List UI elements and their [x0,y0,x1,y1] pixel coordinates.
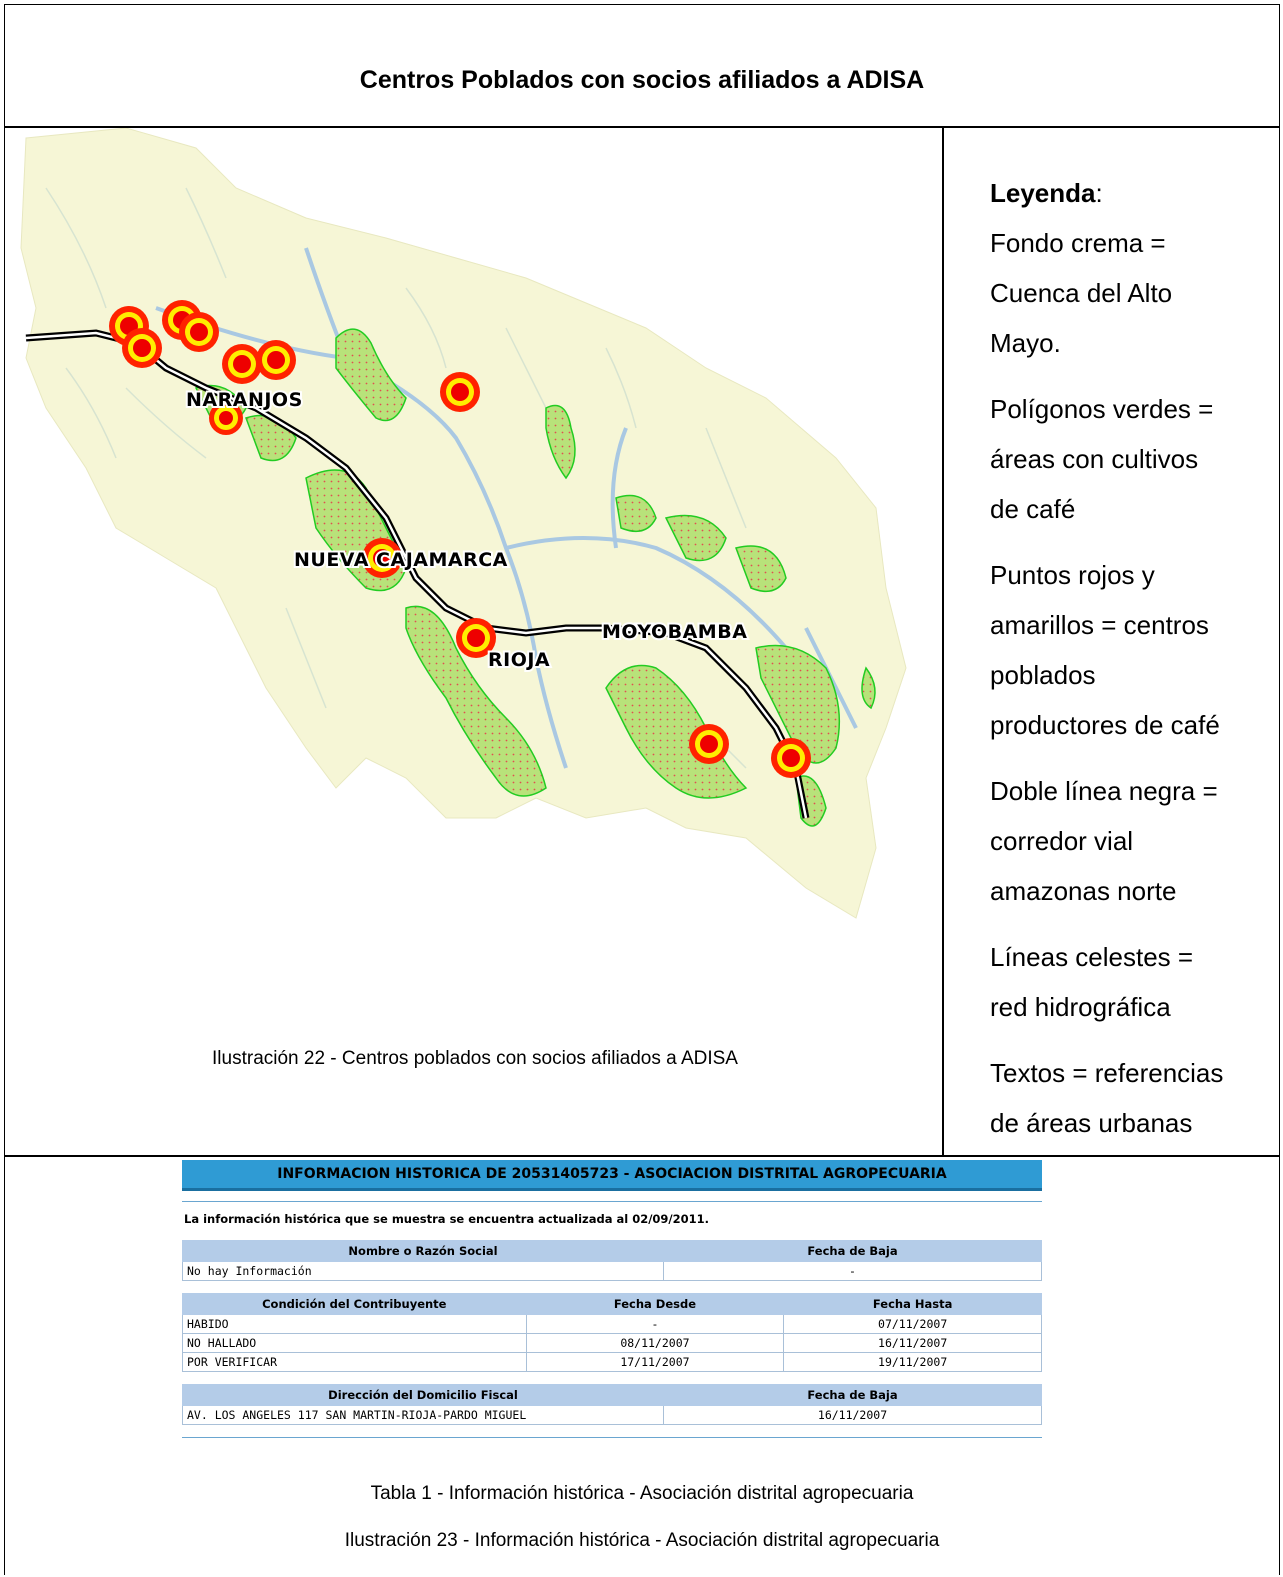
figure-caption: Ilustración 23 - Información histórica -… [344,1530,940,1551]
table-row: AV. LOS ANGELES 117 SAN MARTIN-RIOJA-PAR… [181,1405,1042,1425]
point [362,538,402,578]
map-caption: Ilustración 22 - Centros poblados con so… [212,1048,738,1069]
basin-area [20,128,907,919]
point [440,372,480,412]
legend-heading: Leyenda [990,178,1096,208]
road-corridor [25,329,810,819]
section-divider [4,1155,1280,1157]
production-points [109,300,811,778]
document-frame [4,4,1280,1575]
label-moyobamba: MOYOBAMBA [602,621,747,643]
label-naranjos: NARANJOS [186,389,303,411]
page-title: Centros Poblados con socios afiliados a … [359,66,925,94]
point [179,312,219,352]
label-nueva-cajamarca: NUEVA CAJAMARCA [294,549,508,571]
point [222,344,262,384]
table-row: HABIDO-07/11/2007 [182,1314,1042,1334]
point [256,340,296,380]
point [209,401,243,435]
coffee-map: NARANJOS NUEVA CAJAMARCA RIOJA MOYOBAMBA [20,128,907,919]
label-rioja: RIOJA [488,649,550,671]
title-divider [4,126,1280,128]
table-row: No hay Información- [181,1261,1042,1281]
point [689,724,729,764]
table-caption: Tabla 1 - Información histórica - Asocia… [370,1483,914,1504]
legend-item-rivers: Líneas celestes =red hidrográfica [990,942,1194,1022]
legend-divider [942,126,944,1155]
update-note: La información histórica que se muestra … [184,1212,709,1226]
historical-info-screenshot: INFORMACION HISTORICA DE 20531405723 - A… [181,1160,1042,1438]
point [771,738,811,778]
historical-info-header: INFORMACION HISTORICA DE 20531405723 - A… [182,1160,1042,1191]
point [122,328,162,368]
point [456,618,496,658]
